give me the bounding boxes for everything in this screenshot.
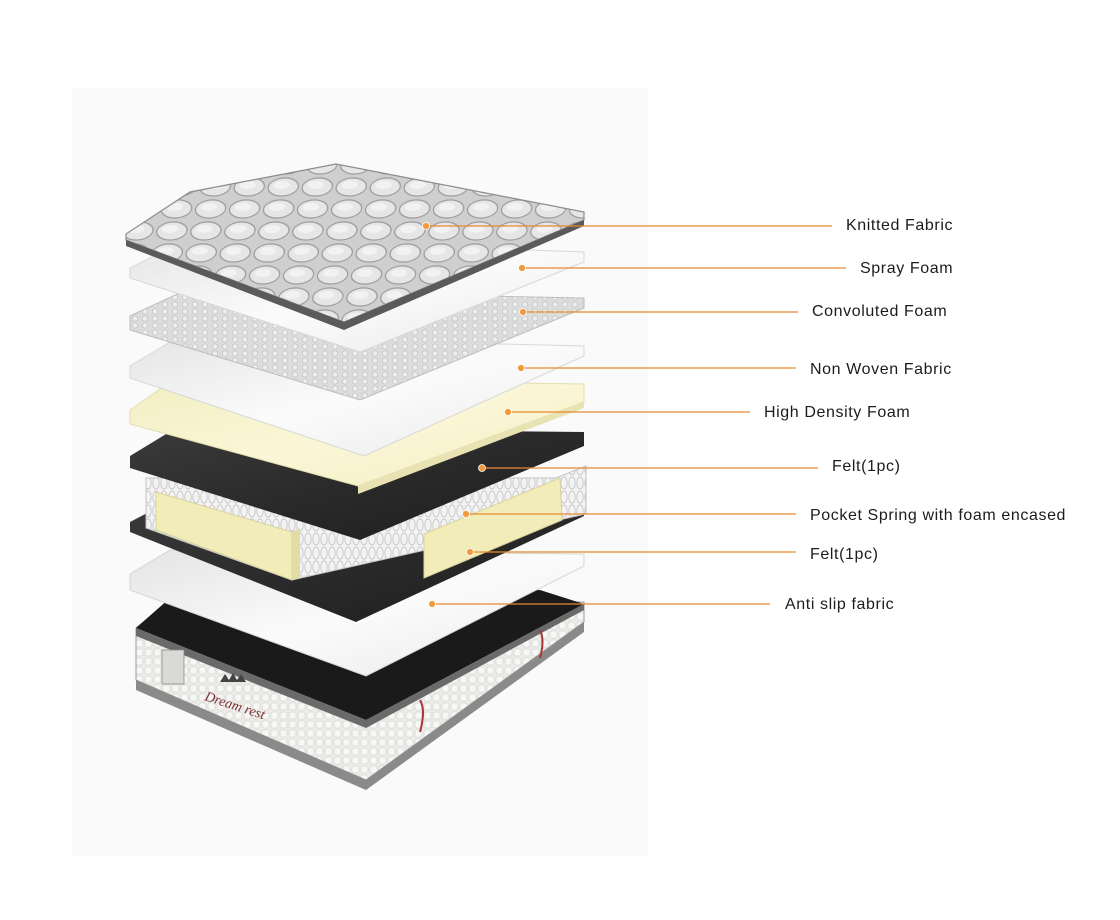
callout-dot-spray-foam: [518, 264, 526, 272]
callout-label-pocket-spring: Pocket Spring with foam encased: [810, 507, 1067, 524]
callout-dot-high-density-foam: [504, 408, 512, 416]
callout-label-felt-top: Felt(1pc): [832, 458, 901, 475]
layer-knitted-fabric: [125, 163, 585, 330]
callout-label-spray-foam: Spray Foam: [860, 260, 954, 277]
callout-leaders: [422, 222, 846, 608]
callout-dot-non-woven-fabric: [517, 364, 525, 372]
callout-label-felt-bottom: Felt(1pc): [810, 546, 879, 563]
callout-dot-felt-top: [478, 464, 486, 472]
callout-dot-felt-bottom: [466, 548, 474, 556]
callout-label-anti-slip-fabric: Anti slip fabric: [785, 596, 895, 613]
callout-dot-anti-slip-fabric: [428, 600, 436, 608]
callout-label-convoluted-foam: Convoluted Foam: [812, 303, 948, 320]
callout-label-non-woven-fabric: Non Woven Fabric: [810, 361, 952, 378]
care-label-icon: [161, 649, 185, 685]
callout-label-high-density-foam: High Density Foam: [764, 404, 911, 421]
callout-dot-knitted-fabric: [422, 222, 430, 230]
callout-dot-pocket-spring: [462, 510, 470, 518]
callout-dot-convoluted-foam: [519, 308, 527, 316]
callout-label-knitted-fabric: Knitted Fabric: [846, 217, 954, 234]
